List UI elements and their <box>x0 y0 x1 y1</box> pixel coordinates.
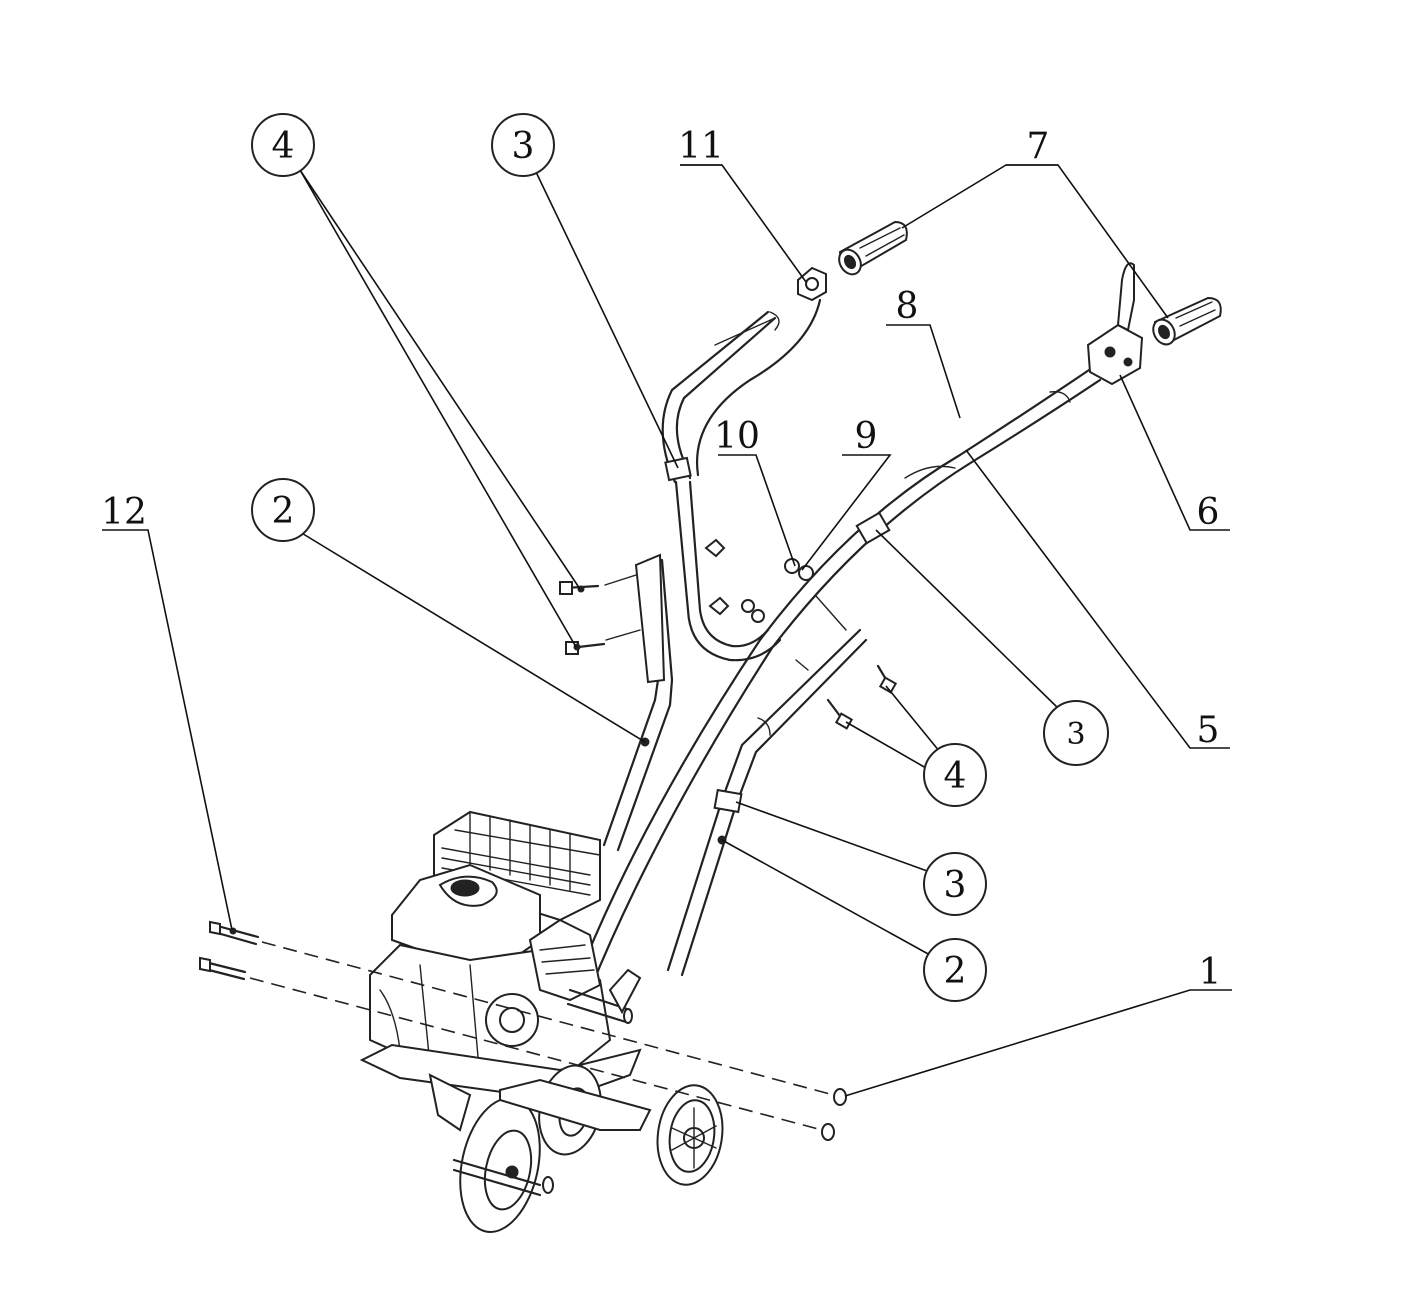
callout-1: 1 <box>1199 952 1222 993</box>
callout-2-right: 2 <box>923 938 987 1002</box>
callouts: 4 3 11 7 8 10 9 6 12 2 <box>101 113 1222 1002</box>
flange-nuts <box>821 1088 847 1141</box>
callout-11: 11 <box>678 126 724 167</box>
callout-6: 6 <box>1197 492 1220 533</box>
callout-label: 2 <box>944 951 967 992</box>
callout-9: 9 <box>855 416 878 457</box>
callout-7: 7 <box>1027 126 1050 167</box>
grip-right <box>1152 296 1222 346</box>
lower-handle-left <box>602 553 674 852</box>
engine-assembly <box>359 810 642 1132</box>
callout-label: 2 <box>272 491 295 532</box>
callout-label: 7 <box>1027 126 1050 167</box>
callout-3-top: 3 <box>491 113 555 177</box>
callout-3-right-top: 3 <box>1043 700 1109 766</box>
axle-bolts <box>199 920 831 1131</box>
bolts-upper-left <box>559 574 641 655</box>
callout-label: 9 <box>855 416 878 457</box>
callout-10: 10 <box>714 416 760 457</box>
callout-12: 12 <box>101 492 147 533</box>
leader-lines <box>102 164 1232 1097</box>
callout-label: 3 <box>512 126 535 167</box>
callout-label: 3 <box>1066 717 1085 752</box>
throttle-control <box>1086 262 1144 386</box>
knobs-and-nuts <box>704 538 814 623</box>
callout-label: 6 <box>1197 492 1220 533</box>
cable-nut <box>797 266 827 302</box>
callout-3-right-lower: 3 <box>923 852 987 916</box>
lower-handle-right <box>666 628 868 977</box>
callout-4-right: 4 <box>923 743 987 807</box>
callout-label: 8 <box>896 286 919 327</box>
transport-wheel <box>499 1078 724 1186</box>
callout-label: 11 <box>678 126 724 167</box>
callout-label: 3 <box>944 865 967 906</box>
callout-label: 4 <box>944 756 967 797</box>
callout-label: 5 <box>1197 710 1220 751</box>
callout-8: 8 <box>896 286 919 327</box>
callout-label: 10 <box>714 416 760 457</box>
callout-label: 1 <box>1199 952 1222 993</box>
bolts-right <box>795 595 898 730</box>
callout-label: 12 <box>101 492 147 533</box>
grip-left <box>838 220 908 276</box>
upper-handlebar <box>573 298 1102 992</box>
tiller-tines <box>452 1064 602 1233</box>
callout-label: 4 <box>272 126 295 167</box>
callout-2-left: 2 <box>251 478 315 542</box>
callout-5: 5 <box>1197 710 1220 751</box>
callout-4-top-left: 4 <box>251 113 315 177</box>
